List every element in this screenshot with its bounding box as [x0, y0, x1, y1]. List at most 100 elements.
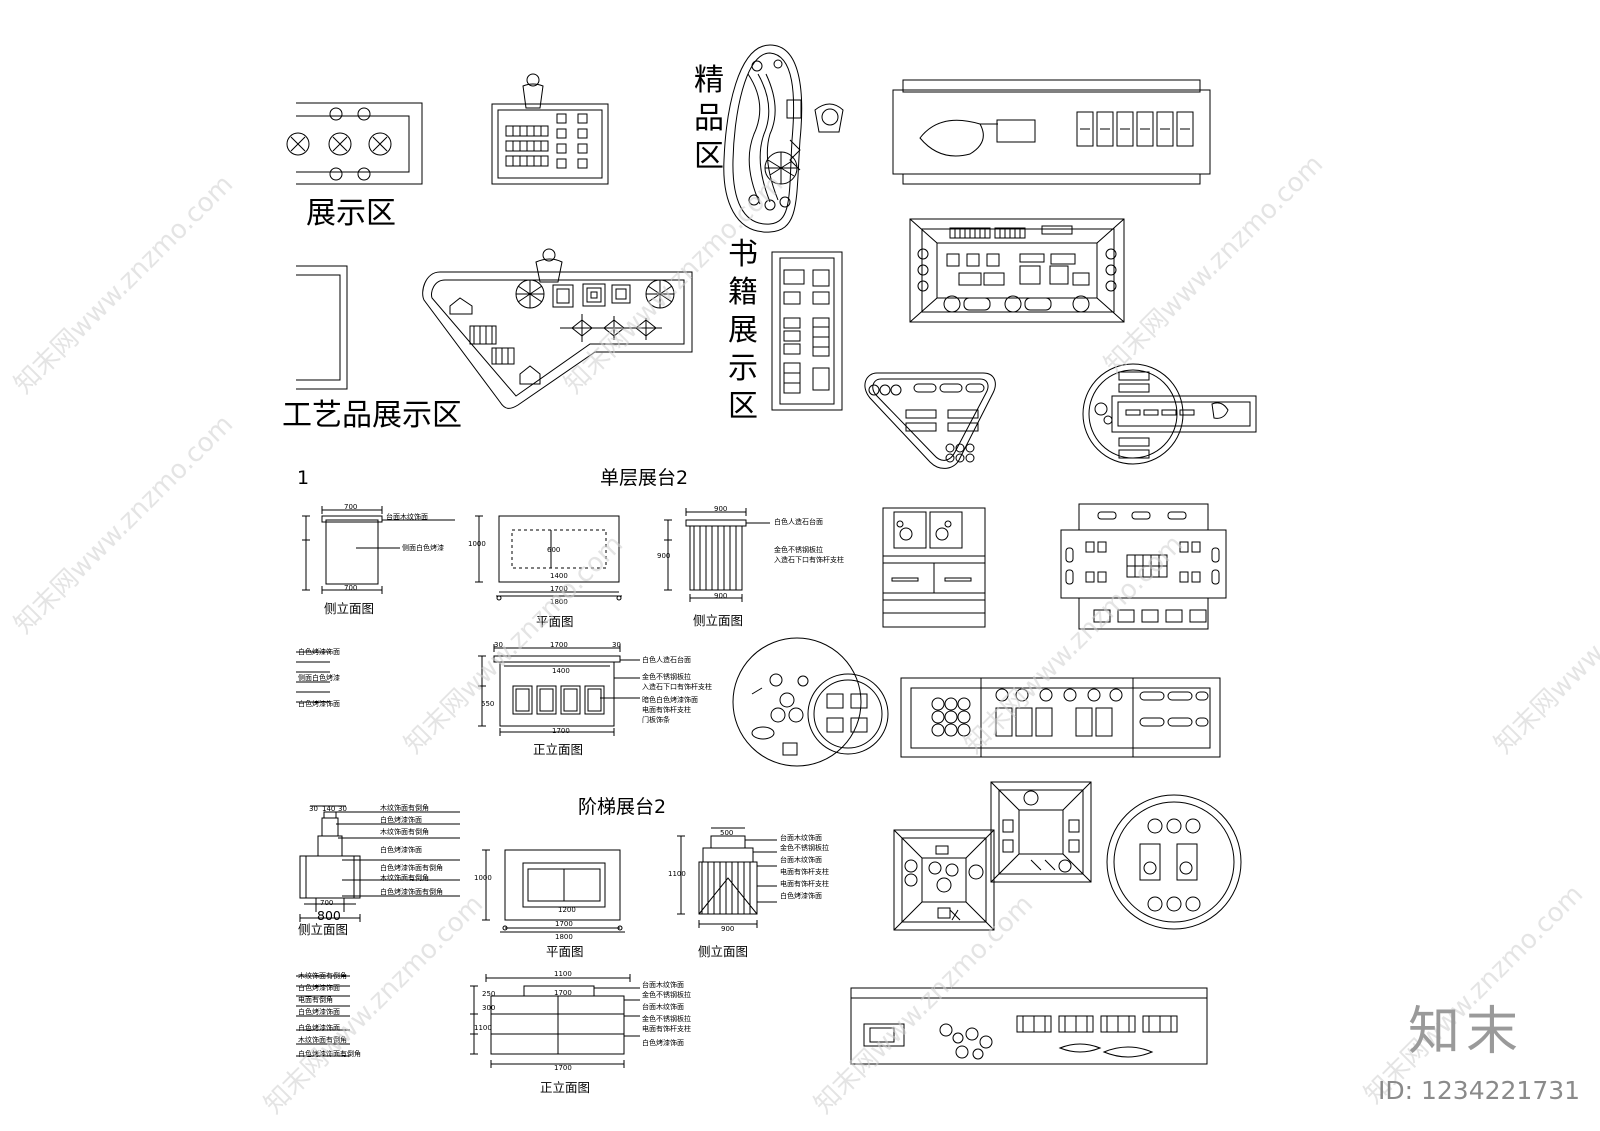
long-shelf-top-right	[893, 80, 1210, 184]
material-note: 白色烤漆饰面有倒角	[298, 1050, 361, 1058]
zone-label-partial: 展示区	[306, 196, 396, 231]
dim-label: 1000	[474, 874, 492, 882]
material-note: 白色烤漆饰面有倒角	[380, 864, 443, 872]
framed-table	[910, 219, 1124, 322]
material-note: 白色烤漆饰面	[380, 846, 422, 854]
caption-side-elevation-1: 侧立面图	[324, 601, 375, 616]
material-note: 台面木纹饰面	[386, 513, 428, 521]
material-note: 门板饰条	[642, 716, 670, 724]
material-note: 台面木纹饰面	[780, 856, 822, 864]
material-note: 白色烤漆饰面	[780, 892, 822, 900]
boutique-island	[724, 45, 843, 232]
single-tier-drawings	[302, 506, 770, 736]
watermark-id: ID: 1234221731	[1378, 1076, 1581, 1105]
partial-notes-lines	[296, 652, 330, 702]
caption-front-elevation-1: 正立面图	[533, 742, 584, 757]
material-note: 金色不锈钢板拉	[642, 991, 691, 999]
caption-plan-2: 平面图	[546, 944, 584, 959]
dim-label: 1700	[550, 641, 568, 649]
dim-label: 30	[338, 805, 347, 813]
material-note: 台面木纹饰面	[642, 981, 684, 989]
counter-top-left	[287, 103, 422, 184]
dim-label: 1700	[555, 920, 573, 928]
material-note: 白色烤漆饰面有倒角	[380, 888, 443, 896]
triangle-table	[865, 373, 995, 468]
dim-label: 900	[714, 505, 728, 513]
dim-label: 1700	[550, 585, 568, 593]
material-note: 台面木纹饰面	[642, 1003, 684, 1011]
section-title-single-tier: 单层展台2	[600, 467, 689, 489]
dim-label: 1700	[554, 989, 572, 997]
caption-side-elevation-2: 侧立面图	[693, 613, 744, 628]
material-note: 木纹饰面有倒角	[380, 804, 429, 812]
dim-label: 900	[714, 592, 728, 600]
dim-label: 140	[322, 805, 336, 813]
material-note: 金色不锈钢板拉	[642, 1015, 691, 1023]
dim-label: 1700	[552, 727, 570, 735]
material-note: 入造石下口有饰杆支柱	[774, 556, 844, 564]
large-round-table	[1107, 795, 1241, 929]
segmented-shelf	[901, 678, 1220, 757]
dim-label: 800	[317, 908, 341, 923]
dim-label: 30	[309, 805, 318, 813]
square-table-b	[991, 782, 1091, 882]
bottom-long-shelf	[851, 988, 1207, 1064]
material-note: 电面有饰杆支柱	[780, 868, 829, 876]
dim-label: 700	[320, 899, 334, 907]
square-table-a	[894, 830, 994, 930]
material-note: 侧面白色烤漆	[298, 674, 340, 682]
material-note: 白色烤漆饰面	[298, 1024, 340, 1032]
watermark-logo: 知末	[1408, 1002, 1525, 1062]
crafts-table	[423, 249, 692, 408]
material-note: 白色人造石台面	[642, 656, 691, 664]
dim-label: 250	[482, 990, 496, 998]
dim-label: 1800	[555, 933, 573, 941]
dim-label: 550	[481, 700, 495, 708]
dim-label: 700	[344, 503, 358, 511]
dim-label: 1100	[554, 970, 572, 978]
material-note: 入造石下口有饰杆支柱	[642, 683, 712, 691]
material-note: 木纹饰面有倒角	[298, 972, 347, 980]
dim-label: 1700	[554, 1064, 572, 1072]
dim-label: 1400	[550, 572, 568, 580]
dim-label: 700	[344, 584, 358, 592]
material-note: 木纹饰面有倒角	[380, 874, 429, 882]
dim-label: 900	[657, 552, 671, 560]
material-note: 电面有饰杆支柱	[642, 1025, 691, 1033]
dim-label: 300	[482, 1004, 496, 1012]
dim-label: 1400	[552, 667, 570, 675]
dim-label: 30	[494, 641, 503, 649]
partial-box-left	[296, 266, 347, 389]
partial-notes-lines-2	[296, 976, 350, 1056]
material-note: 木纹饰面有倒角	[298, 1036, 347, 1044]
dim-label: 1200	[558, 906, 576, 914]
material-note: 白色烤漆饰面	[380, 816, 422, 824]
zone-label-boutique: 精品区	[694, 63, 724, 174]
material-note: 木纹饰面有倒角	[380, 828, 429, 836]
dim-label: 1100	[474, 1024, 492, 1032]
dim-label: 1000	[468, 540, 486, 548]
double-round-table	[733, 638, 888, 766]
material-note: 白色烤漆饰面	[642, 1039, 684, 1047]
dim-label: 600	[547, 546, 561, 554]
dim-label: 30	[612, 641, 621, 649]
material-note: 金色不锈钢板拉	[780, 844, 829, 852]
book-shelf	[772, 252, 842, 410]
caption-front-elevation-2: 正立面图	[540, 1080, 591, 1095]
caption-side-elevation-3: 侧立面图	[298, 922, 349, 937]
material-note: 白色烤漆饰面	[298, 700, 340, 708]
material-note: 电面有饰杆支柱	[780, 880, 829, 888]
grid-table	[1061, 504, 1226, 629]
material-note: 台面木纹饰面	[780, 834, 822, 842]
section-title-stepped: 阶梯展台2	[578, 796, 667, 818]
material-note: 电面有饰杆支柱	[642, 706, 691, 714]
zone-label-books: 书籍展示区	[728, 237, 758, 424]
round-bar-table	[1083, 364, 1256, 464]
material-note: 侧面白色烤漆	[402, 544, 444, 552]
dim-label: 900	[721, 925, 735, 933]
material-note: 白色烤漆饰面	[298, 1008, 340, 1016]
material-note: 金色不锈钢板拉	[642, 673, 691, 681]
zone-label-crafts: 工艺品展示区	[282, 398, 462, 433]
